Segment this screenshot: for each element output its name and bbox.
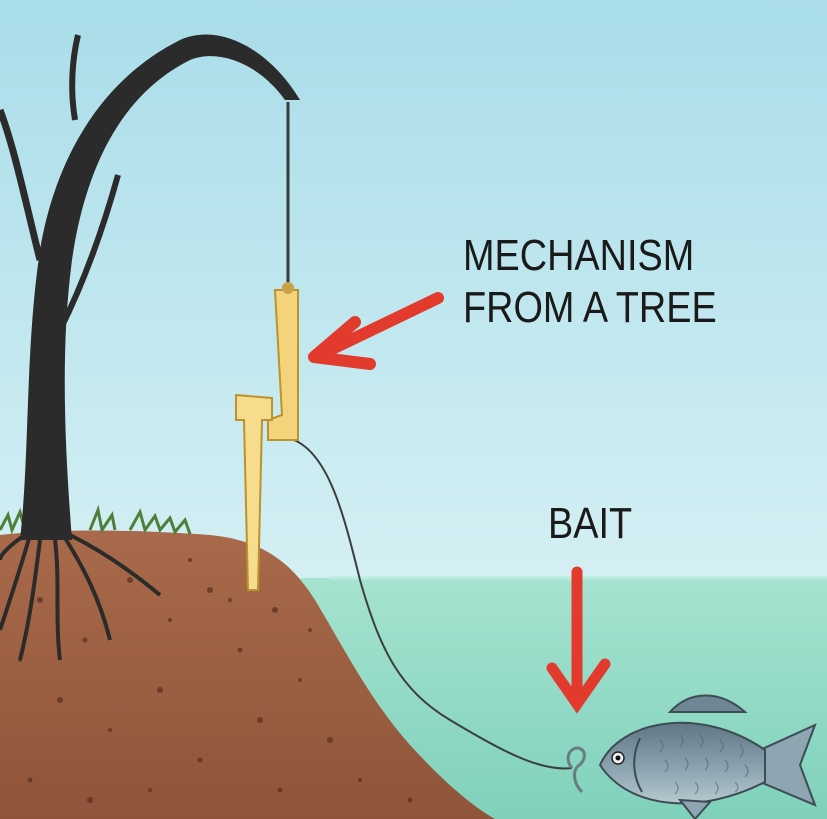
tree-trunk — [20, 34, 300, 541]
bait-label: BAIT — [548, 499, 633, 548]
trigger-knot — [282, 282, 294, 294]
fish-scales — [659, 734, 749, 795]
arrow-bait-icon — [546, 566, 611, 714]
fish-pupil — [615, 755, 621, 761]
mechanism-label-line1: MECHANISM — [463, 231, 695, 280]
fish-dorsal-fin — [667, 694, 748, 713]
soil-bank — [0, 530, 495, 819]
tree-icon — [0, 34, 300, 661]
fish-body — [598, 721, 766, 805]
tree-branch — [69, 34, 81, 121]
fish-belly-fin — [677, 798, 713, 819]
tree-roots — [0, 533, 162, 661]
tree-branch — [57, 174, 121, 332]
tree-branch — [0, 108, 44, 261]
mechanism-label: MECHANISM FROM A TREE — [463, 230, 824, 334]
grass — [0, 504, 192, 535]
trigger-mechanism-icon — [235, 282, 299, 591]
fish-icon — [598, 694, 817, 819]
upper-trigger-stick — [267, 289, 299, 441]
fishing-line — [293, 439, 573, 770]
mechanism-label-line2: FROM A TREE — [463, 282, 717, 332]
lower-trigger-stake — [235, 393, 273, 591]
arrow-mechanism-icon — [308, 292, 444, 370]
hook-icon — [566, 746, 586, 794]
soil-speckles — [18, 558, 413, 803]
fish-gill — [633, 737, 643, 793]
